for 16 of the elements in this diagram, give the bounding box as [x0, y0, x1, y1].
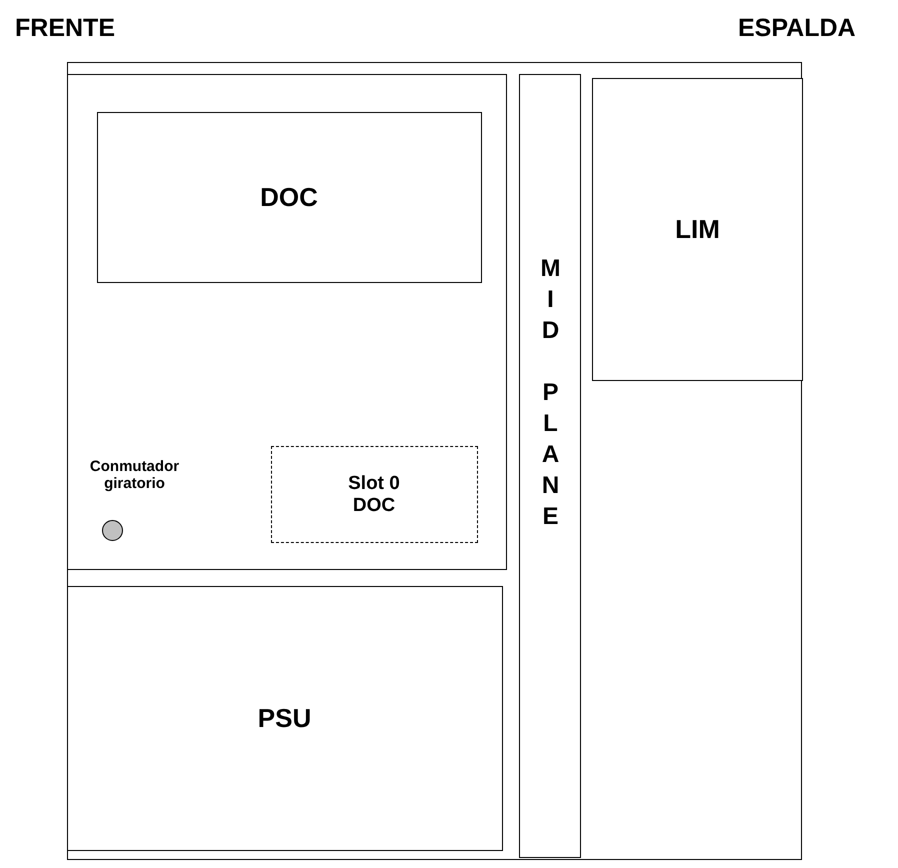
slot-outline	[270, 446, 478, 543]
board-label: MID PLANE	[538, 255, 562, 534]
front-panel-box	[66, 74, 506, 570]
module-label: Slot 0 DOC	[347, 472, 401, 516]
module-box	[66, 586, 502, 851]
module-label: DOC	[260, 182, 318, 213]
rotary-switch-knob	[102, 520, 122, 541]
chassis-frame	[67, 62, 802, 860]
module-label: LIM	[675, 214, 720, 245]
side-label: FRENTE	[15, 14, 115, 43]
switch-label: Conmutador giratorio	[88, 458, 180, 492]
module-label: PSU	[258, 703, 312, 734]
midplane-board	[519, 74, 581, 858]
side-label: ESPALDA	[738, 14, 856, 43]
module-box	[592, 78, 803, 381]
module-box	[96, 112, 482, 283]
